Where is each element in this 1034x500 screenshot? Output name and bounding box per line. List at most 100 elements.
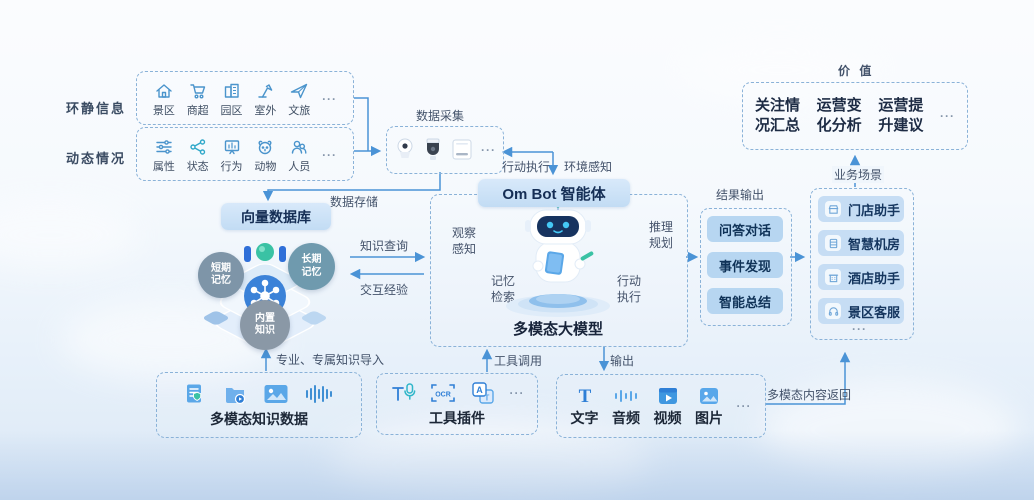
speech-to-text-icon	[391, 382, 415, 401]
corner-line: 检索	[490, 289, 515, 304]
audio-icon	[615, 389, 637, 402]
bubble-line: 长期	[301, 254, 322, 265]
ellipsis: ···	[509, 385, 525, 400]
value-line: 况汇总	[755, 117, 801, 134]
share-nodes-icon	[189, 138, 205, 155]
value-title: 价 值	[838, 64, 875, 78]
corner-line: 行动	[616, 274, 641, 288]
knowledge-query-label: 知识查询	[360, 239, 409, 253]
knowledge-import-label: 专业、专属知识导入	[276, 353, 385, 367]
dog-face-icon	[258, 140, 272, 154]
person-item: 人员	[288, 137, 310, 174]
value-line: 关注情	[755, 96, 801, 114]
server-rack-icon	[825, 235, 841, 251]
video-output-item: 视频	[654, 385, 682, 428]
observe-perceive-label: 观察 感知	[447, 226, 481, 257]
people-icon	[292, 140, 307, 154]
translate-glyph: T	[484, 393, 489, 402]
static-info-label: 环静信息	[66, 101, 127, 116]
dynamic-info-label: 动态情况	[66, 151, 127, 166]
item-label: 状态	[186, 160, 209, 173]
static-info-box: 景区 商超 园区 室外 文旅 ···	[136, 71, 354, 125]
outdoor-item: 室外	[254, 81, 276, 118]
outdoor-lamp-icon	[258, 83, 273, 98]
store-assistant-pill: 门店助手	[818, 196, 904, 222]
output-label: 图片	[695, 409, 723, 426]
item-label: 人员	[288, 160, 311, 173]
bubble-line: 知识	[255, 325, 275, 336]
content-return-label: 多模态内容返回	[767, 388, 852, 402]
action-exec-corner-label: 行动 执行	[612, 274, 646, 305]
interaction-exp-label: 交互经验	[360, 283, 409, 297]
pill-label: 智慧机房	[848, 236, 901, 252]
translate-glyph: A	[476, 385, 483, 395]
cloud-skirt	[0, 430, 1034, 500]
pill-label: 酒店助手	[848, 270, 901, 286]
vector-db-header: 向量数据库	[221, 203, 331, 230]
output-label: 输出	[610, 354, 635, 368]
pill-label: 门店助手	[848, 202, 901, 218]
travel-item: 文旅	[288, 81, 310, 118]
picture-icon	[700, 387, 718, 404]
storefront-icon	[825, 201, 841, 217]
translate-icon: AT	[471, 381, 494, 404]
hotel-icon	[825, 269, 841, 285]
animal-item: 动物	[254, 137, 276, 174]
corner-line: 执行	[616, 289, 641, 304]
reason-plan-label: 推理 规划	[644, 220, 678, 251]
document-shield-icon	[187, 384, 202, 402]
builtin-knowledge-bubble: 内置 知识	[240, 300, 290, 350]
robot-graphic	[506, 204, 610, 317]
knowledge-data-title: 多模态知识数据	[210, 410, 308, 427]
airplane-icon	[291, 83, 308, 98]
long-term-memory-bubble: 长期 记忆	[288, 243, 335, 290]
chart-board-icon	[224, 139, 239, 154]
park-item: 园区	[221, 81, 243, 118]
memory-retrieval-label: 记忆 检索	[486, 274, 520, 305]
ellipsis: ···	[939, 109, 955, 123]
hotel-assistant-pill: 酒店助手	[818, 264, 904, 290]
status-item: 状态	[187, 137, 209, 174]
audio-output-item: 音频	[612, 385, 640, 428]
tool-call-label: 工具调用	[494, 354, 543, 368]
value-line: 运营变	[816, 96, 862, 114]
audio-waveform-icon	[306, 384, 332, 403]
corner-line: 记忆	[490, 274, 515, 288]
scenic-area-item: 景区	[153, 81, 175, 118]
image-output-item: 图片	[695, 385, 723, 428]
t-glyph: T	[578, 386, 591, 407]
media-folder-icon	[226, 387, 246, 404]
item-label: 园区	[220, 104, 243, 117]
video-icon	[658, 387, 677, 404]
item-label: 属性	[152, 160, 175, 173]
ellipsis: ···	[736, 399, 752, 413]
outputs-box: T 文字 音频 视频 图片 ···	[556, 374, 766, 438]
data-store-label: 数据存储	[330, 195, 379, 209]
ocr-icon: OCR	[430, 383, 455, 402]
robot-vacuum-icon	[452, 139, 472, 160]
corner-line: 观察	[451, 226, 476, 240]
buildings-icon	[224, 83, 239, 98]
ocr-text: OCR	[435, 391, 451, 398]
item-label: 景区	[152, 104, 175, 117]
image-icon	[264, 384, 288, 403]
headset-icon	[825, 303, 841, 319]
text-icon: T	[578, 386, 591, 407]
ellipsis: ···	[481, 143, 496, 157]
corner-line: 规划	[648, 235, 673, 250]
sliders-icon	[156, 139, 172, 154]
bubble-line: 记忆	[301, 266, 322, 278]
scenic-area-icon	[156, 83, 172, 98]
output-label: 视频	[653, 409, 682, 426]
item-label: 文旅	[288, 104, 311, 117]
item-label: 室外	[254, 104, 277, 117]
attribute-item: 属性	[153, 137, 175, 174]
output-label: 文字	[570, 409, 599, 426]
ellipsis: ···	[322, 92, 338, 106]
value-line: 升建议	[878, 117, 924, 134]
ellipsis: ···	[322, 148, 338, 162]
